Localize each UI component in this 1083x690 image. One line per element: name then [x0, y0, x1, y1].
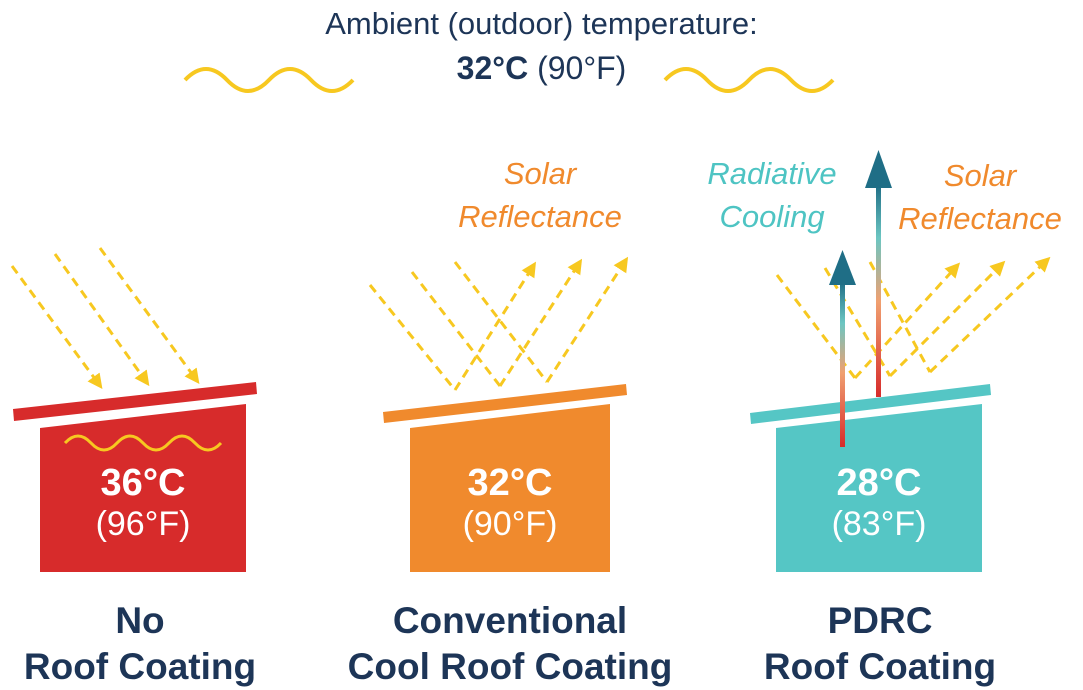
panel3-temp-celsius: 28°C	[836, 462, 922, 504]
left-heat-wave	[183, 67, 355, 93]
incoming-ray-1	[368, 284, 457, 391]
ambient-temp-celsius: 32°C	[456, 50, 529, 86]
roof-bar-teal	[750, 384, 991, 424]
reflected-ray-3	[928, 256, 1051, 374]
panel-conventional	[368, 256, 629, 572]
panel2-caption: Conventional Cool Roof Coating	[300, 598, 720, 690]
panel1-temp-fahrenheit: (96°F)	[95, 505, 191, 543]
panel1-caption: No Roof Coating	[0, 598, 350, 690]
reflected-ray-2	[498, 258, 583, 387]
panel3-caption-line1: PDRC	[827, 600, 933, 641]
sun-ray-1	[10, 265, 103, 390]
panel2-effect-line2: Reflectance	[458, 199, 622, 234]
panel3-temperature: 28°C (83°F)	[769, 462, 989, 544]
panel2-caption-line2: Cool Roof Coating	[347, 646, 673, 687]
panel3-radiative-cooling-label: Radiative Cooling	[682, 152, 862, 238]
sun-ray-3	[98, 247, 200, 385]
house-body-orange	[410, 404, 610, 572]
panel2-effect-line1: Solar	[503, 156, 577, 191]
roof-bar-orange	[383, 384, 627, 423]
panel3-temp-fahrenheit: (83°F)	[831, 505, 927, 543]
reflected-ray-1	[853, 262, 961, 380]
panel-no-coating	[10, 247, 257, 572]
ambient-temp-fahrenheit: (90°F)	[537, 50, 627, 86]
panel2-temperature: 32°C (90°F)	[400, 462, 620, 544]
reflected-ray-1	[453, 261, 537, 391]
panel3-solar-reflectance-label: Solar Reflectance	[880, 154, 1080, 240]
panel1-caption-line1: No	[115, 600, 165, 641]
panel1-temperature: 36°C (96°F)	[33, 462, 253, 544]
incoming-ray-3	[453, 261, 549, 383]
panel3-caption: PDRC Roof Coating	[670, 598, 1083, 690]
panel3-effect-b-line2: Reflectance	[898, 201, 1062, 236]
panel3-effect-a-line1: Radiative	[707, 156, 837, 191]
ambient-temperature-label: Ambient (outdoor) temperature:	[325, 6, 758, 41]
reflected-ray-2	[888, 260, 1006, 378]
heat-wave-inside	[63, 434, 223, 452]
panel2-temp-fahrenheit: (90°F)	[462, 505, 558, 543]
panel3-effect-b-line1: Solar	[943, 158, 1017, 193]
panel2-caption-line1: Conventional	[392, 600, 628, 641]
reflected-ray-3	[545, 256, 629, 383]
radiative-arrow-short-head	[829, 250, 856, 285]
radiative-arrow-tall-shaft	[876, 185, 881, 397]
right-heat-wave	[663, 67, 835, 93]
panel1-temp-celsius: 36°C	[100, 462, 186, 504]
panel3-effect-a-line2: Cooling	[719, 199, 825, 234]
sun-ray-2	[53, 253, 150, 387]
house-body-red	[40, 404, 246, 572]
incoming-ray-2	[410, 271, 502, 387]
radiative-arrow-tall-head	[865, 150, 892, 188]
panel2-solar-reflectance-label: Solar Reflectance	[420, 152, 660, 238]
house-body-teal	[776, 404, 982, 572]
panel3-caption-line2: Roof Coating	[763, 646, 997, 687]
panel2-temp-celsius: 32°C	[467, 462, 553, 504]
radiative-arrow-short-shaft	[840, 282, 845, 447]
ambient-temperature-value: 32°C (90°F)	[0, 50, 1083, 87]
panel1-caption-line2: Roof Coating	[23, 646, 257, 687]
roof-bar-red	[13, 382, 257, 421]
panel-pdrc	[750, 150, 1051, 572]
